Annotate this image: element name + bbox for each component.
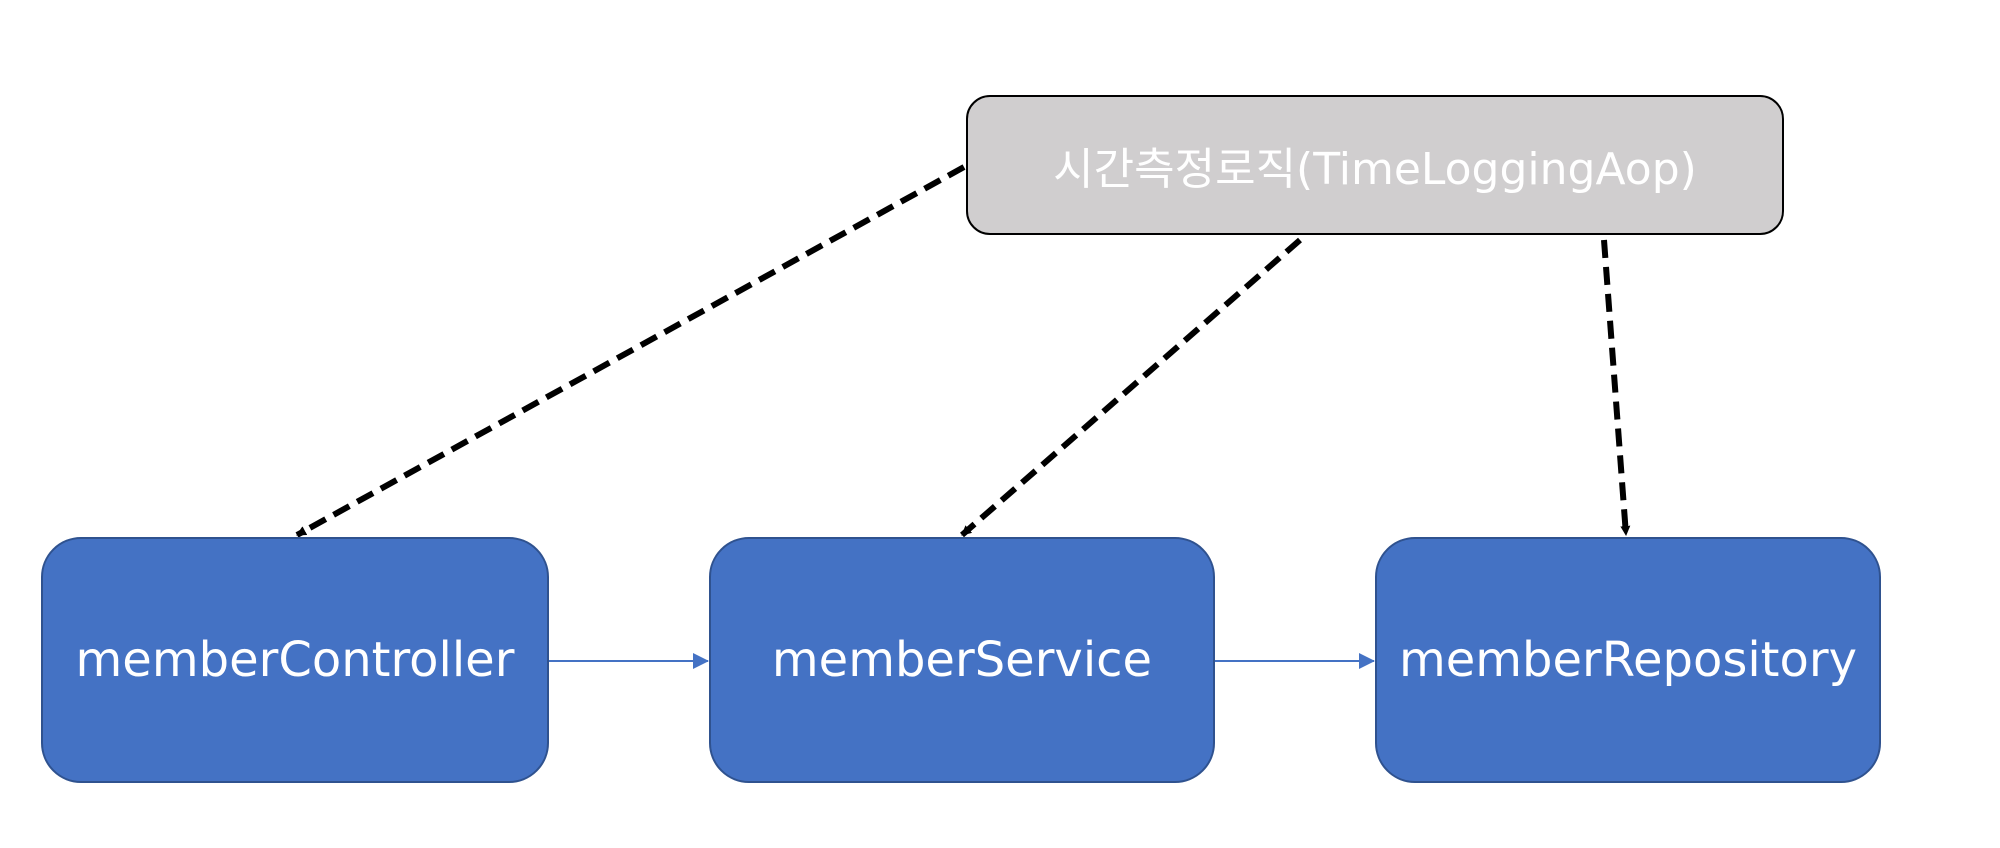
aop-arrow-controller [295,164,966,538]
aspect-label: 시간측정로직(TimeLoggingAop) [1053,144,1697,195]
aop-arrow-service [960,237,1302,538]
member-repository-node: memberRepository [1375,537,1881,783]
member-service-node: memberService [709,537,1215,783]
member-repository-label: memberRepository [1398,632,1857,688]
member-controller-label: memberController [75,632,515,688]
aop-arrow-repository [1601,239,1631,536]
member-service-label: memberService [771,632,1153,688]
aspect-node: 시간측정로직(TimeLoggingAop) [966,95,1784,235]
member-controller-node: memberController [41,537,549,783]
